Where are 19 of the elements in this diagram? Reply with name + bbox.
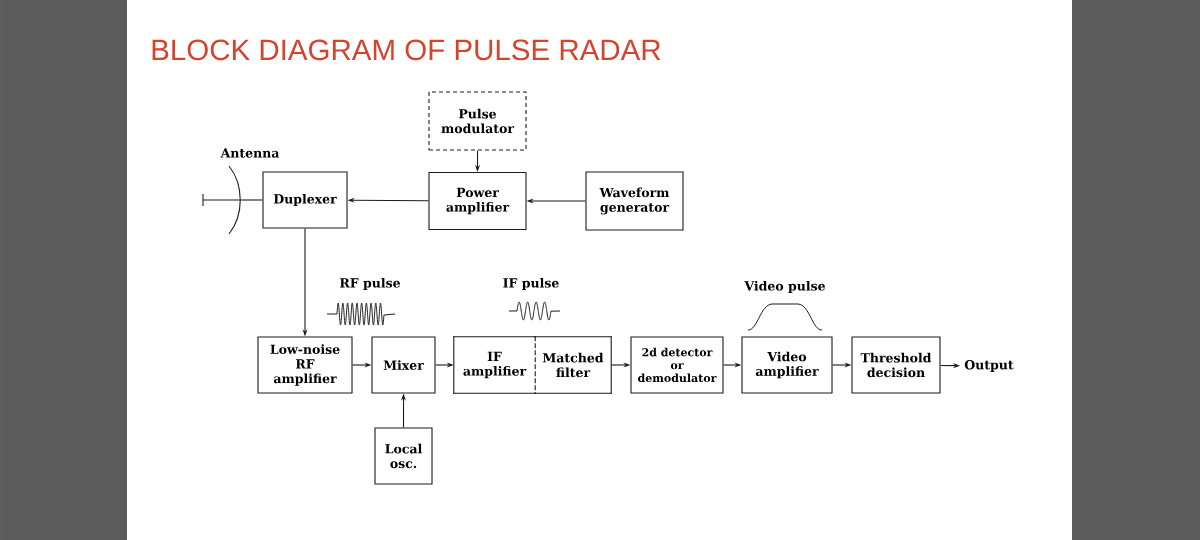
- process-box: Local osc.: [374, 427, 433, 485]
- process-box: IF amplifier: [453, 336, 536, 394]
- process-box: Matched filter: [534, 336, 612, 394]
- dashed-box: Pulse modulator: [428, 91, 527, 151]
- process-box: Power amplifier: [428, 171, 527, 231]
- process-box: Threshold decision: [851, 336, 941, 394]
- waveform-label: IF pulse: [503, 277, 559, 291]
- connector-line: [240, 199, 263, 201]
- waveform-label: RF pulse: [340, 277, 401, 291]
- title: BLOCK DIAGRAM OF PULSE RADAR: [152, 39, 661, 61]
- process-box: Video amplifier: [741, 336, 833, 394]
- waveform-label: Video pulse: [744, 280, 825, 294]
- output-label: Output: [964, 360, 1014, 372]
- process-box: Low-noise RF amplifier: [257, 336, 353, 394]
- process-box: Waveform generator: [585, 171, 684, 231]
- antenna-label: Antenna: [220, 148, 280, 158]
- process-box: 2d detector or demodulator: [630, 336, 724, 394]
- process-box: Mixer: [371, 336, 436, 394]
- process-box: Duplexer: [262, 171, 348, 229]
